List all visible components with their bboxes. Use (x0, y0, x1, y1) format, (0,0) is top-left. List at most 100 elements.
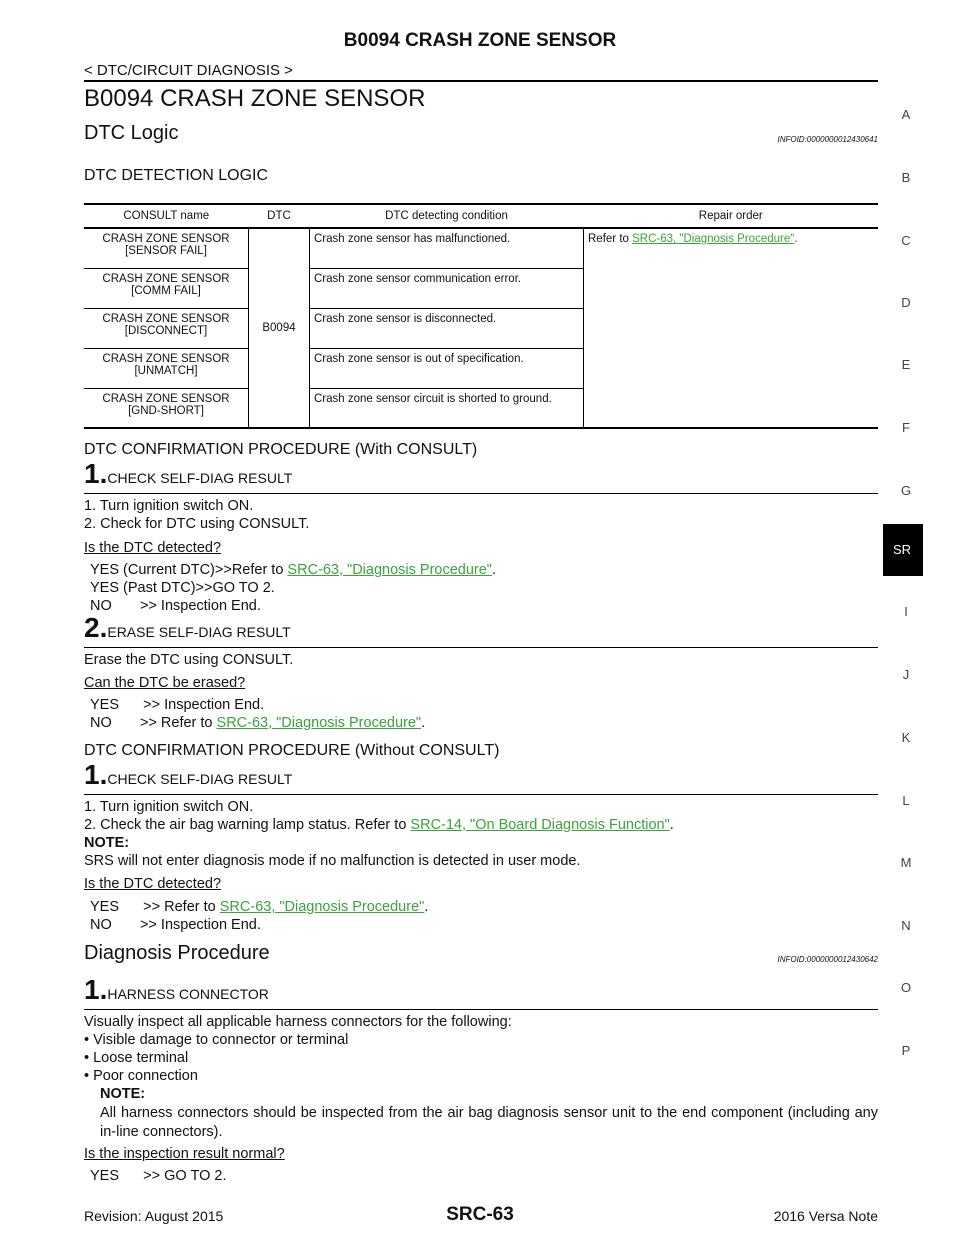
col-condition: DTC detecting condition (385, 210, 508, 222)
answer-suffix: . (421, 715, 426, 731)
col-consult-name: CONSULT name (123, 210, 210, 222)
side-index-a[interactable]: A (901, 107, 911, 122)
step-title: CHECK SELF-DIAG RESULT (107, 470, 293, 486)
footer-revision: Revision: August 2015 (84, 1208, 224, 1224)
answer-yes-current: YES (Current DTC)>>Refer to SRC-63, "Dia… (90, 562, 496, 578)
answer-no: NO >> Refer to SRC-63, "Diagnosis Proced… (90, 715, 425, 731)
diagnosis-procedure-link[interactable]: SRC-63, "Diagnosis Procedure" (219, 899, 425, 915)
answer-yes: YES >> Refer to SRC-63, "Diagnosis Proce… (90, 899, 428, 915)
step-number: 1. (84, 759, 108, 790)
side-index-d[interactable]: D (901, 295, 911, 310)
onboard-diagnosis-link[interactable]: SRC-14, "On Board Diagnosis Function" (410, 817, 670, 833)
step-divider (84, 493, 878, 494)
side-index-l[interactable]: L (902, 793, 910, 808)
answer-prefix: YES >> Refer to (90, 899, 220, 915)
table-row: CRASH ZONE SENSOR[COMM FAIL] Crash zone … (84, 268, 878, 308)
condition-cell: Crash zone sensor is disconnected. (309, 308, 584, 348)
consult-name-code: [UNMATCH] (134, 364, 198, 377)
note-label: NOTE: (84, 835, 130, 851)
page-header-subtitle: < DTC/CIRCUIT DIAGNOSIS > (84, 62, 293, 79)
answer-prefix: NO >> Refer to (90, 715, 217, 731)
instruction-line: 1. Turn ignition switch ON. (84, 498, 254, 514)
consult-name-cell: CRASH ZONE SENSOR[DISCONNECT] (84, 308, 249, 348)
repair-order-link[interactable]: SRC-63, "Diagnosis Procedure" (632, 233, 795, 245)
consult-name: CRASH ZONE SENSOR (102, 312, 230, 325)
question-text: Can the DTC be erased? (84, 675, 246, 691)
step-number: 1. (84, 974, 108, 1005)
condition-cell: Crash zone sensor has malfunctioned. (309, 228, 584, 268)
table-row: CRASH ZONE SENSOR[DISCONNECT] Crash zone… (84, 308, 878, 348)
repair-prefix: Refer to (588, 233, 633, 245)
question-text: Is the DTC detected? (84, 540, 222, 556)
footer-model: 2016 Versa Note (773, 1208, 878, 1224)
col-repair-order: Repair order (698, 210, 763, 222)
side-index-g[interactable]: G (900, 483, 912, 498)
step-heading: 1.CHECK SELF-DIAG RESULT (84, 458, 292, 490)
repair-suffix: . (794, 233, 798, 245)
question-text: Is the inspection result normal? (84, 1146, 285, 1162)
dtc-logic-infoid: INFOID:0000000012430641 (777, 135, 878, 144)
table-row: CRASH ZONE SENSOR[SENSOR FAIL] B0094 Cra… (84, 228, 878, 428)
dtc-detection-table: CONSULT name DTC DTC detecting condition… (84, 203, 878, 429)
diagnosis-infoid: INFOID:0000000012430642 (777, 955, 878, 964)
bullet-text: Loose terminal (93, 1050, 189, 1066)
bullet-item: • Loose terminal (84, 1050, 189, 1066)
dtc-logic-heading: DTC Logic (84, 122, 179, 144)
side-index-k[interactable]: K (901, 730, 911, 745)
consult-name-cell: CRASH ZONE SENSOR[COMM FAIL] (84, 268, 249, 308)
side-index-o[interactable]: O (900, 980, 912, 995)
side-index-e[interactable]: E (901, 357, 911, 372)
side-index-j[interactable]: J (902, 667, 910, 682)
section-title: B0094 CRASH ZONE SENSOR (84, 85, 426, 112)
answer-suffix: . (491, 562, 496, 578)
side-index-i[interactable]: I (904, 604, 908, 619)
side-index-m[interactable]: M (900, 855, 912, 870)
side-tab-sr[interactable]: SR (883, 524, 923, 576)
dtc-code-cell: B0094 (248, 228, 310, 428)
confirm-with-consult-heading: DTC CONFIRMATION PROCEDURE (With CONSULT… (84, 441, 478, 458)
step-divider (84, 794, 878, 795)
note-text: All harness connectors should be inspect… (100, 1105, 878, 1140)
side-index-c[interactable]: C (901, 233, 911, 248)
table-row: CRASH ZONE SENSOR[GND-SHORT] Crash zone … (84, 388, 878, 428)
instruction-line: 2. Check for DTC using CONSULT. (84, 516, 310, 532)
confirm-without-consult-heading: DTC CONFIRMATION PROCEDURE (Without CONS… (84, 742, 500, 759)
step-heading: 1.CHECK SELF-DIAG RESULT (84, 759, 292, 791)
consult-name-code: [GND-SHORT] (128, 404, 204, 417)
side-index-n[interactable]: N (901, 918, 911, 933)
instruction-line: 2. Check the air bag warning lamp status… (84, 817, 674, 833)
side-index-p[interactable]: P (901, 1043, 911, 1058)
table-row: CRASH ZONE SENSOR[UNMATCH] Crash zone se… (84, 348, 878, 388)
instruction-line: 1. Turn ignition switch ON. (84, 799, 254, 815)
answer-prefix: YES (Current DTC)>>Refer to (90, 562, 288, 578)
diagnosis-procedure-link[interactable]: SRC-63, "Diagnosis Procedure" (216, 715, 422, 731)
step-number: 2. (84, 612, 108, 643)
note-text: SRS will not enter diagnosis mode if no … (84, 853, 581, 869)
table-header-row: CONSULT name DTC DTC detecting condition… (84, 204, 878, 228)
answer-yes: YES >> Inspection End. (90, 697, 265, 713)
consult-name-code: [DISCONNECT] (124, 324, 208, 337)
dtc-detection-logic-heading: DTC DETECTION LOGIC (84, 167, 269, 184)
bullet-item: • Poor connection (84, 1068, 198, 1084)
repair-order-cell: Refer to SRC-63, "Diagnosis Procedure". (584, 228, 879, 428)
bullet-text: Poor connection (93, 1068, 198, 1084)
step-title: CHECK SELF-DIAG RESULT (107, 771, 293, 787)
consult-name: CRASH ZONE SENSOR (102, 392, 230, 405)
step-divider (84, 647, 878, 648)
consult-name-cell: CRASH ZONE SENSOR[UNMATCH] (84, 348, 249, 388)
note-label: NOTE: (100, 1086, 146, 1102)
consult-name-cell: CRASH ZONE SENSOR[SENSOR FAIL] (84, 228, 249, 268)
step-title: ERASE SELF-DIAG RESULT (107, 624, 291, 640)
condition-cell: Crash zone sensor is out of specificatio… (309, 348, 584, 388)
side-index-f[interactable]: F (902, 420, 910, 435)
consult-name-cell: CRASH ZONE SENSOR[GND-SHORT] (84, 388, 249, 428)
answer-yes-past: YES (Past DTC)>>GO TO 2. (90, 580, 275, 596)
answer-no: NO >> Inspection End. (90, 598, 261, 614)
side-index-b[interactable]: B (901, 170, 911, 185)
diagnosis-procedure-link[interactable]: SRC-63, "Diagnosis Procedure" (287, 562, 492, 578)
page-header-title: B0094 CRASH ZONE SENSOR (343, 30, 617, 51)
bullet-item: • Visible damage to connector or termina… (84, 1032, 349, 1048)
consult-name: CRASH ZONE SENSOR (102, 352, 230, 365)
consult-name: CRASH ZONE SENSOR (102, 272, 230, 285)
step-number: 1. (84, 458, 108, 489)
